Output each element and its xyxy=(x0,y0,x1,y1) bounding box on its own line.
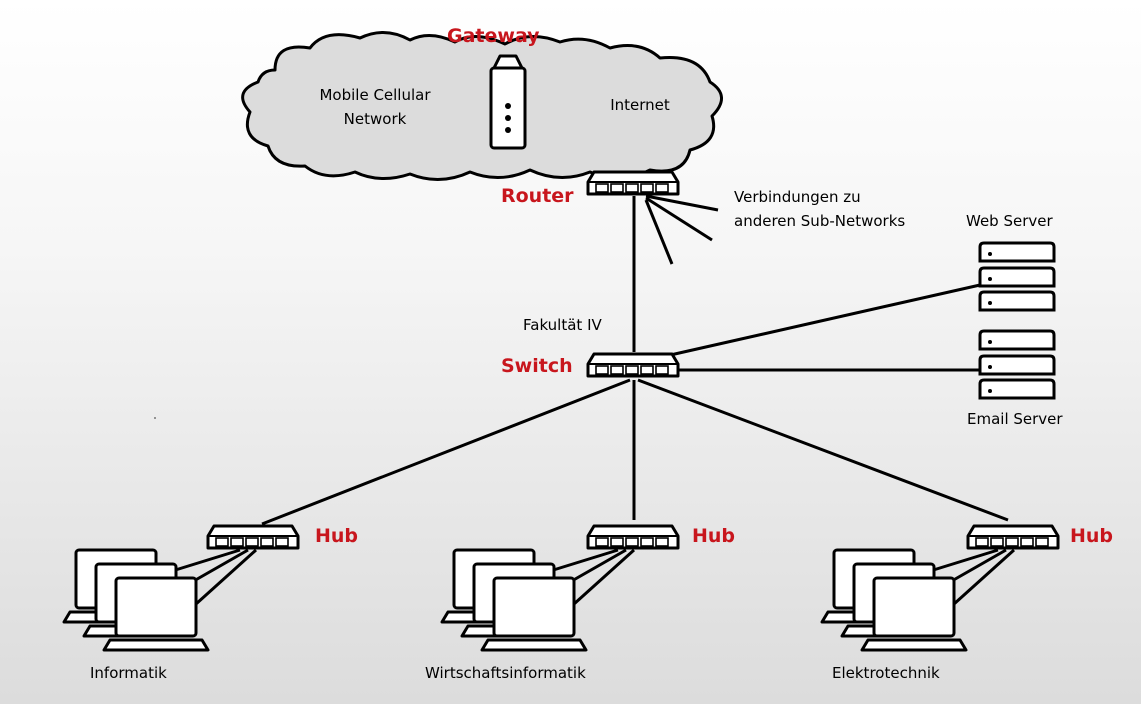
laptop-group-mid xyxy=(440,548,588,652)
hub-icon xyxy=(206,524,300,550)
mobile-network-label-2: Network xyxy=(344,110,407,128)
cloud-icon xyxy=(241,31,723,181)
switch-icon xyxy=(586,352,680,378)
email-server-label: Email Server xyxy=(967,410,1063,428)
switch-label: Switch xyxy=(501,355,573,377)
laptop-icon xyxy=(480,576,588,652)
internet-label: Internet xyxy=(610,96,670,114)
laptop-group-right xyxy=(820,548,968,652)
laptop-icon xyxy=(102,576,210,652)
gateway-icon xyxy=(489,54,527,150)
router-label: Router xyxy=(501,185,574,207)
server-icon xyxy=(978,241,1056,312)
laptop-group-left xyxy=(62,548,210,652)
hub-label-left: Hub xyxy=(315,525,358,547)
hub-icon xyxy=(586,524,680,550)
connections-label-2: anderen Sub-Networks xyxy=(734,212,905,230)
connections-label-1: Verbindungen zu xyxy=(734,188,861,206)
stray-dot xyxy=(154,417,156,419)
web-server-label: Web Server xyxy=(966,212,1053,230)
hub-label-mid: Hub xyxy=(692,525,735,547)
dept-label-mid: Wirtschaftsinformatik xyxy=(425,664,586,682)
router-icon xyxy=(586,170,680,196)
hub-label-right: Hub xyxy=(1070,525,1113,547)
faculty-label: Fakultät IV xyxy=(523,316,602,334)
mobile-network-label-1: Mobile Cellular xyxy=(319,86,431,104)
gateway-label: Gateway xyxy=(447,25,540,47)
dept-label-left: Informatik xyxy=(90,664,167,682)
hub-icon xyxy=(966,524,1060,550)
dept-label-right: Elektrotechnik xyxy=(832,664,940,682)
laptop-icon xyxy=(860,576,968,652)
server-icon xyxy=(978,329,1056,400)
